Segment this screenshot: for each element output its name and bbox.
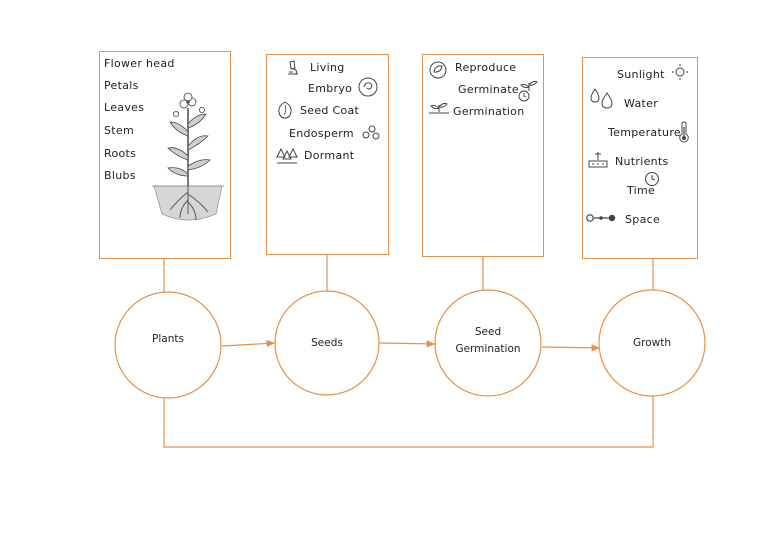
plant-with-roots-icon [152, 92, 224, 221]
water-drops-icon [590, 88, 613, 109]
arrow-germination-to-growth [541, 344, 601, 352]
seed-term-living: Living [310, 61, 345, 74]
plant-part-roots: Roots [104, 147, 137, 160]
space-icon [586, 214, 616, 222]
node-label-line: Seed [475, 326, 501, 338]
seed-term-seed-coat: Seed Coat [300, 104, 360, 117]
return-loop-line [163, 393, 654, 448]
germination-term-germination: Germination [453, 105, 525, 118]
node-label-line: Plants [152, 333, 184, 345]
germination-box: Reproduce Germinate Germination [422, 54, 544, 257]
node-plants: Plants [114, 291, 222, 399]
thermometer-icon [679, 121, 689, 143]
growth-need-sunlight: Sunlight [617, 68, 665, 81]
svg-text:Seeds: Seeds [311, 337, 343, 349]
plant-part-stem: Stem [104, 124, 134, 137]
growth-need-nutrients: Nutrients [615, 155, 669, 168]
growth-box: Sunlight Water Temperature Nutrients Tim… [582, 57, 698, 259]
sprout-clock-icon [518, 80, 538, 102]
nutrients-icon [588, 152, 608, 168]
svg-text:Plants: Plants [152, 333, 184, 345]
plant-part-petals: Petals [104, 79, 139, 92]
node-label-line: Growth [633, 337, 671, 349]
arrow-seeds-to-germination [378, 340, 436, 348]
sun-icon [672, 64, 688, 80]
germination-term-germinate: Germinate [458, 83, 519, 96]
microscope-icon [288, 60, 298, 75]
seed-term-endosperm: Endosperm [289, 127, 354, 140]
seed-term-dormant: Dormant [304, 149, 355, 162]
seeds-box: Living Embryo Seed Coat Endosperm Dorman… [266, 54, 389, 255]
endosperm-icon [362, 125, 380, 140]
plants-box: Flower head Petals Leaves Stem Roots Blu… [99, 51, 231, 259]
node-seeds: Seeds [274, 290, 380, 396]
node-label-line: Seeds [311, 337, 343, 349]
seed-term-embryo: Embryo [308, 82, 353, 95]
embryo-icon [358, 77, 378, 97]
growth-need-water: Water [624, 97, 659, 110]
arrow-plants-to-seeds [221, 339, 276, 348]
clock-icon [645, 172, 659, 186]
svg-text:Seed: Seed [475, 326, 501, 338]
plant-part-blubs: Blubs [104, 169, 136, 182]
forest-icon [276, 147, 298, 164]
svg-text:Growth: Growth [633, 337, 671, 349]
growth-need-temperature: Temperature [608, 126, 681, 139]
plant-part-flower-head: Flower head [104, 57, 175, 70]
growth-need-space: Space [625, 213, 661, 226]
plant-part-leaves: Leaves [104, 101, 145, 114]
node-label-line: Germination [455, 343, 520, 355]
node-growth: Growth [598, 289, 706, 397]
germination-term-reproduce: Reproduce [455, 61, 517, 74]
recycle-leaf-icon [429, 61, 447, 79]
svg-text:Germination: Germination [455, 343, 520, 355]
node-germination: Seed Germination [434, 289, 542, 397]
seed-icon [278, 101, 292, 119]
growth-need-time: Time [627, 184, 656, 197]
seedling-icon [429, 102, 449, 114]
